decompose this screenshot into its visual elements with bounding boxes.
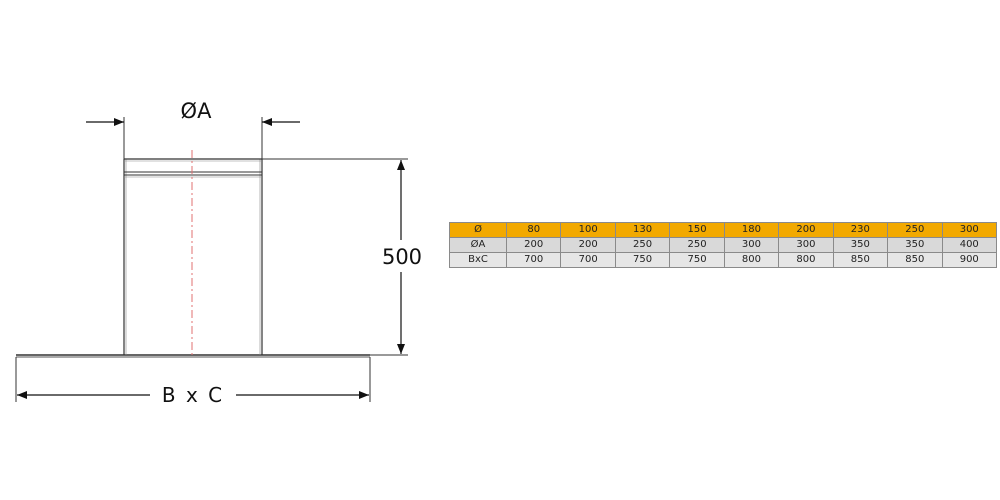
- table-cell: ØA: [449, 237, 507, 253]
- diameter-label: ØA: [181, 99, 213, 123]
- table-cell: 850: [832, 252, 889, 268]
- table-cell: 750: [669, 252, 725, 268]
- table-cell: 700: [560, 252, 616, 268]
- base-dimension: [15, 357, 371, 402]
- table-cell: 180: [723, 222, 780, 238]
- table-cell: 200: [560, 237, 616, 253]
- table-row: BxC 700 700 750 750 800 800 850 850 900: [449, 252, 997, 268]
- table-cell: 250: [614, 237, 671, 253]
- table-cell: BxC: [449, 252, 507, 268]
- table-cell: 200: [778, 222, 834, 238]
- table-cell: 200: [505, 237, 562, 253]
- table-cell: 850: [887, 252, 943, 268]
- table-cell: 350: [832, 237, 889, 253]
- table-cell: 150: [669, 222, 725, 238]
- pipe-body: [123, 158, 263, 355]
- table-cell: Ø: [449, 222, 507, 238]
- table-cell: 800: [778, 252, 834, 268]
- table-cell: 350: [887, 237, 943, 253]
- table-cell: 250: [669, 237, 725, 253]
- diameter-dimension: [86, 117, 300, 159]
- table-cell: 230: [832, 222, 889, 238]
- table-cell: 750: [614, 252, 671, 268]
- table-cell: 700: [505, 252, 562, 268]
- table-cell: 250: [887, 222, 943, 238]
- table-cell: 300: [723, 237, 780, 253]
- table-cell: 80: [505, 222, 562, 238]
- table-cell: 800: [723, 252, 780, 268]
- table-cell: 300: [778, 237, 834, 253]
- table-cell: 400: [941, 237, 997, 253]
- table-header-row: Ø 80 100 130 150 180 200 230 250 300: [449, 222, 997, 238]
- base-label: B x C: [162, 383, 224, 407]
- height-dimension: [262, 158, 408, 356]
- table-row: ØA 200 200 250 250 300 300 350 350 400: [449, 237, 997, 253]
- dimension-table: Ø 80 100 130 150 180 200 230 250 300 ØA …: [449, 222, 997, 268]
- table-cell: 900: [941, 252, 997, 268]
- height-label: 500: [382, 245, 422, 269]
- table-cell: 100: [560, 222, 616, 238]
- table-cell: 300: [941, 222, 997, 238]
- table-cell: 130: [614, 222, 671, 238]
